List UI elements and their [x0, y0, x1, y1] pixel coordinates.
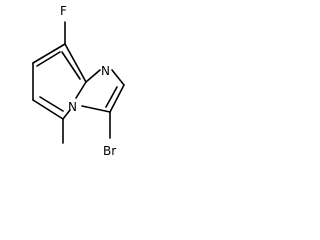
imine-nitrogen-atom-label: N: [101, 64, 110, 78]
pyridine-ring: [32, 43, 87, 120]
bond-n4-c8a: [75, 81, 87, 99]
bromine-atom-label: Br: [103, 144, 116, 158]
bond-c2-c3-inner: [105, 86, 118, 108]
bond-c5-n4: [62, 109, 71, 120]
fluorine-atom-label: F: [60, 4, 67, 18]
bond-c8a-c8: [64, 43, 87, 83]
bond-c8a-c8-inner: [61, 51, 81, 80]
bond-c3-n4: [81, 105, 111, 113]
imidazole-ring: [81, 69, 125, 113]
chemical-structure-diagram: F N N Br: [32, 4, 125, 158]
bond-n1-c2: [111, 69, 125, 86]
bond-c6-c5: [32, 99, 64, 120]
bond-c7-c7-inner: [36, 51, 61, 67]
bond-c6-c5-inner: [39, 96, 64, 112]
bond-c8-c7: [32, 43, 66, 64]
bond-c8a-n1: [85, 69, 101, 83]
bond-c2-c3: [109, 84, 125, 113]
substituents: [62, 21, 111, 144]
bridgehead-nitrogen-atom-label: N: [68, 100, 77, 114]
